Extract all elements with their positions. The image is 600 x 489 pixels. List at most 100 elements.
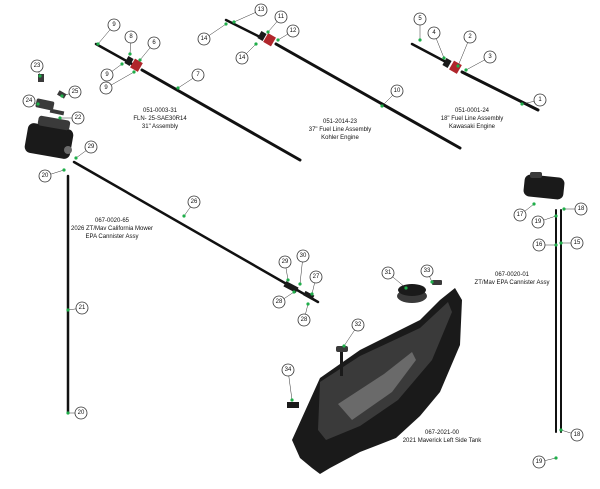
callout-6: 6: [138, 36, 161, 62]
callout-number: 33: [424, 268, 431, 274]
callout-bubble: [532, 455, 546, 469]
svg-text:2021 Maverick Left Side Tank: 2021 Maverick Left Side Tank: [403, 438, 483, 444]
callout-dot: [276, 38, 280, 42]
fuel-line-37in: [274, 42, 462, 150]
callout-number: 2: [468, 34, 472, 40]
svg-text:Kawasaki Engine: Kawasaki Engine: [449, 124, 496, 130]
callout-9: 9: [100, 62, 124, 82]
callout-19: 19: [532, 455, 558, 469]
callout-number: 9: [104, 85, 108, 91]
callout-dot: [520, 102, 524, 106]
callout-9: 9: [96, 18, 121, 46]
svg-text:37" Fuel Line Assembly: 37" Fuel Line Assembly: [309, 127, 372, 133]
callout-number: 9: [105, 72, 109, 78]
callout-dot: [36, 102, 40, 106]
callout-20: 20: [66, 406, 88, 420]
assembly-label-31in: 051-0003-31 FLN- 25-SAE30R14 31" Assembl…: [133, 108, 187, 130]
callout-bubble: [272, 295, 286, 309]
callout-21: 21: [66, 301, 89, 315]
fitting-31in-clamp: [124, 56, 143, 72]
callout-bubble: [147, 36, 161, 50]
callout-number: 31: [385, 270, 392, 276]
callout-bubble: [309, 270, 323, 284]
fitting-37in-clamp: [257, 31, 276, 47]
callout-number: 14: [239, 55, 246, 61]
callout-bubble: [483, 50, 497, 64]
callout-bubble: [281, 363, 295, 377]
canister-bracket-24: [35, 98, 55, 111]
svg-text:18" Fuel Line Assembly: 18" Fuel Line Assembly: [441, 116, 504, 122]
callout-dot: [66, 308, 70, 312]
callout-bubble: [531, 215, 545, 229]
callout-dot: [96, 42, 100, 46]
callout-dot: [456, 64, 460, 68]
callout-number: 19: [536, 459, 543, 465]
svg-text:Kohler Engine: Kohler Engine: [321, 135, 359, 141]
callout-number: 20: [42, 173, 49, 179]
callout-19: 19: [531, 214, 558, 229]
callout-27: 27: [309, 270, 323, 296]
callout-8: 8: [124, 30, 138, 56]
callout-dot: [132, 70, 136, 74]
callout-bubble: [413, 12, 427, 26]
callout-28: 28: [297, 302, 311, 327]
callout-number: 17: [517, 212, 524, 218]
callout-dot: [554, 243, 558, 247]
fuel-tank: [292, 288, 462, 474]
callout-bubble: [30, 59, 44, 73]
callout-bubble: [296, 249, 310, 263]
callout-number: 8: [129, 34, 133, 40]
callout-number: 25: [72, 89, 79, 95]
callout-number: 14: [201, 36, 208, 42]
callout-7: 7: [176, 68, 205, 90]
callout-dot: [562, 207, 566, 211]
callout-bubble: [574, 202, 588, 216]
callout-bubble: [351, 318, 365, 332]
callout-dot: [430, 280, 434, 284]
callout-dot: [306, 302, 310, 306]
callout-number: 5: [418, 16, 422, 22]
callout-bubble: [99, 81, 113, 95]
svg-text:31" Assembly: 31" Assembly: [142, 124, 178, 130]
callout-15: 15: [559, 236, 584, 250]
callout-4: 4: [427, 26, 446, 60]
callout-17: 17: [513, 202, 536, 222]
callout-dot: [60, 94, 64, 98]
callout-bubble: [22, 94, 36, 108]
callout-18: 18: [559, 428, 584, 442]
callout-bubble: [124, 30, 138, 44]
callout-dot: [286, 278, 290, 282]
callout-bubble: [187, 195, 201, 209]
tank-vent-33: [432, 280, 442, 285]
callout-bubble: [107, 18, 121, 32]
callout-dot: [310, 292, 314, 296]
callout-dot: [62, 168, 66, 172]
fuel-line-31in: [140, 68, 302, 162]
callout-dot: [442, 56, 446, 60]
svg-text:051-0001-24: 051-0001-24: [455, 108, 490, 114]
callout-24: 24: [22, 94, 40, 108]
callout-dot: [120, 62, 124, 66]
epa-hose-california: [72, 160, 320, 304]
callout-dot: [66, 411, 70, 415]
callout-25: 25: [60, 85, 82, 99]
callout-bubble: [427, 26, 441, 40]
svg-text:ZT/Mav EPA Cannister Assy: ZT/Mav EPA Cannister Assy: [475, 280, 550, 286]
callout-11: 11: [266, 10, 288, 34]
assembly-label-37in: 051-2014-23 37" Fuel Line Assembly Kohle…: [309, 119, 372, 141]
callout-number: 1: [538, 97, 542, 103]
fuel-line-18in-short: [410, 42, 448, 64]
callout-bubble: [297, 313, 311, 327]
fitting-valve-34: [287, 402, 299, 408]
callout-dot: [532, 202, 536, 206]
callout-22: 22: [58, 111, 85, 125]
callout-number: 28: [276, 299, 283, 305]
callout-bubble: [84, 140, 98, 154]
callout-number: 13: [258, 7, 265, 13]
tank-cap-31: [397, 284, 427, 303]
callout-dot: [58, 116, 62, 120]
callout-34: 34: [281, 363, 295, 402]
callout-20: 20: [85, 173, 92, 179]
